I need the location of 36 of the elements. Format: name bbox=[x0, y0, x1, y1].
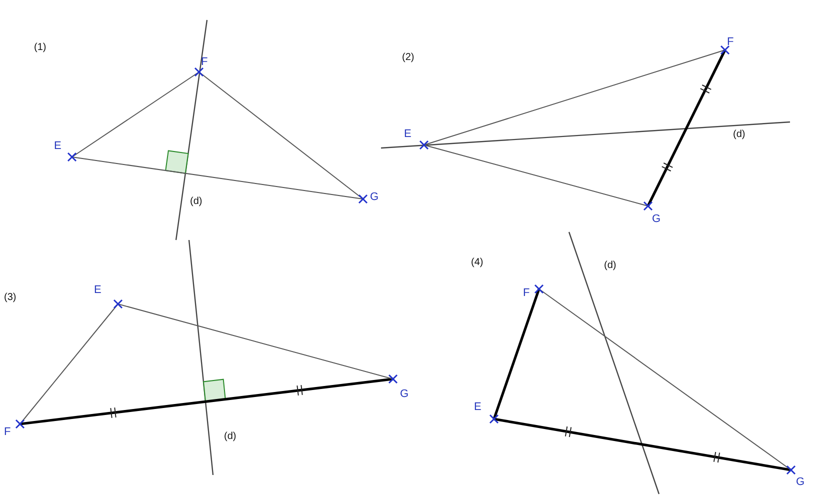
figure-number: (1) bbox=[34, 42, 46, 54]
segment bbox=[494, 418, 792, 472]
point bbox=[474, 401, 499, 424]
figure-number: (4) bbox=[471, 257, 484, 269]
segment bbox=[72, 72, 200, 158]
point bbox=[720, 36, 736, 55]
segment bbox=[646, 49, 726, 207]
line-label: (d) bbox=[604, 260, 616, 272]
point bbox=[404, 128, 429, 150]
point-label: F bbox=[727, 36, 734, 48]
segment bbox=[118, 304, 394, 380]
point-label: F bbox=[201, 56, 208, 68]
point-label: G bbox=[796, 476, 805, 488]
point-label: G bbox=[370, 191, 379, 203]
line-label: (d) bbox=[224, 431, 236, 443]
point-label: E bbox=[54, 140, 62, 152]
point-label: G bbox=[400, 388, 409, 400]
line-label: (d) bbox=[190, 196, 202, 208]
point-label: F bbox=[4, 426, 11, 438]
point-label: E bbox=[474, 401, 482, 413]
point bbox=[94, 284, 123, 309]
segment bbox=[424, 144, 648, 206]
point-label: E bbox=[94, 284, 102, 296]
segment bbox=[492, 288, 540, 420]
point bbox=[54, 140, 77, 162]
point bbox=[194, 56, 210, 77]
point bbox=[358, 191, 379, 204]
figure-number: (3) bbox=[4, 292, 16, 304]
figure-number: (2) bbox=[402, 52, 414, 64]
line-label: (d) bbox=[733, 129, 746, 141]
point-label: F bbox=[523, 287, 530, 299]
point-label: E bbox=[404, 128, 412, 140]
segment bbox=[20, 378, 394, 426]
point-label: G bbox=[652, 213, 661, 225]
segment bbox=[72, 156, 364, 200]
segment bbox=[424, 50, 726, 146]
